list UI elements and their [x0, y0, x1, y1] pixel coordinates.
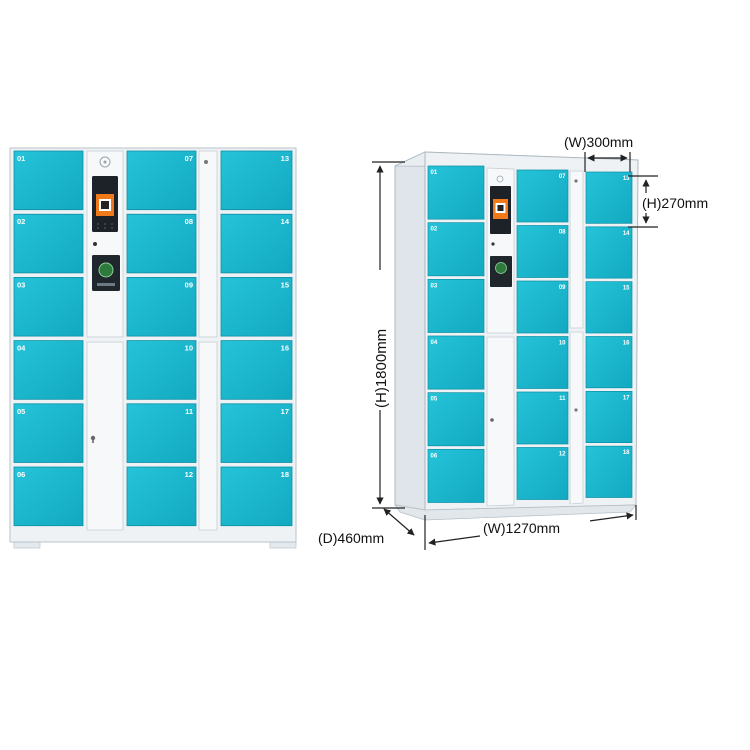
side-door-number: 04 [431, 340, 438, 346]
front-door-15[interactable] [220, 276, 293, 337]
front-door-05[interactable] [13, 403, 84, 463]
speaker-icon [99, 156, 111, 168]
side-divider-upper [569, 170, 584, 329]
front-door-18[interactable] [220, 466, 293, 527]
side-door-number: 14 [623, 231, 630, 237]
front-door-number: 14 [281, 217, 290, 226]
side-door-01[interactable] [427, 165, 485, 220]
front-door-number: 11 [185, 407, 193, 416]
front-door-12[interactable] [126, 466, 197, 527]
front-divider-upper [198, 150, 218, 338]
side-door-number: 12 [559, 452, 566, 458]
total-height-label: (H)1800mm [373, 329, 390, 408]
side-door-number: 13 [623, 176, 630, 182]
front-door-14[interactable] [220, 213, 293, 274]
side-door-07[interactable] [516, 169, 569, 223]
front-door-04[interactable] [13, 340, 84, 400]
side-door-08[interactable] [516, 225, 569, 278]
side-door-10[interactable] [516, 336, 569, 389]
side-door-number: 18 [623, 450, 630, 456]
front-door-number: 07 [185, 154, 193, 163]
side-door-number: 09 [559, 285, 566, 291]
side-door-number: 03 [431, 283, 438, 289]
side-door-number: 02 [431, 227, 438, 233]
side-door-number: 07 [559, 174, 566, 180]
side-door-number: 17 [623, 395, 630, 401]
side-door-16[interactable] [585, 336, 633, 389]
front-door-01[interactable] [13, 150, 84, 211]
width-per-door-label: (W)300mm [564, 134, 633, 150]
front-door-number: 08 [185, 217, 193, 226]
front-door-number: 18 [281, 470, 289, 479]
front-sensor [93, 242, 97, 246]
side-door-11[interactable] [516, 391, 569, 445]
front-door-number: 10 [185, 344, 193, 353]
front-door-number: 05 [17, 407, 25, 416]
side-door-05[interactable] [427, 392, 485, 447]
side-door-number: 11 [559, 396, 566, 402]
front-door-number: 17 [281, 407, 289, 416]
keyhole-icon [90, 435, 96, 441]
side-door-02[interactable] [427, 222, 485, 277]
front-door-16[interactable] [220, 340, 293, 400]
front-door-08[interactable] [126, 213, 197, 274]
front-door-03[interactable] [13, 276, 84, 337]
front-door-number: 03 [17, 280, 25, 289]
side-cabinet-side-panel [394, 151, 426, 511]
front-door-number: 01 [17, 154, 25, 163]
side-doors: 01 02 03 04 05 06 07 08 09 10 11 12 13 14 15 16 17 18 [427, 165, 633, 503]
side-door-17[interactable] [585, 390, 633, 444]
front-door-11[interactable] [126, 403, 197, 463]
total-width-label: (W)1270mm [483, 520, 560, 536]
front-door-06[interactable] [13, 466, 84, 527]
side-lower-column [486, 336, 515, 507]
side-door-15[interactable] [585, 281, 633, 334]
front-door-number: 13 [281, 154, 289, 163]
front-door-number: 09 [185, 280, 193, 289]
front-door-number: 16 [281, 344, 289, 353]
front-door-number: 15 [281, 280, 289, 289]
front-divider-lower [198, 341, 218, 531]
side-door-03[interactable] [427, 278, 485, 333]
side-door-number: 15 [623, 286, 630, 292]
front-door-07[interactable] [126, 150, 197, 211]
side-door-number: 16 [623, 341, 630, 347]
front-door-number: 02 [17, 217, 25, 226]
front-door-number: 06 [17, 470, 25, 479]
depth-dimension-line [383, 508, 415, 536]
side-door-14[interactable] [585, 226, 633, 279]
height-per-door-label: (H)270mm [642, 195, 708, 211]
side-door-number: 01 [431, 170, 438, 176]
side-door-04[interactable] [427, 335, 485, 390]
front-door-09[interactable] [126, 276, 197, 337]
front-door-10[interactable] [126, 340, 197, 400]
front-door-number: 04 [17, 344, 26, 353]
side-door-09[interactable] [516, 280, 569, 334]
front-door-13[interactable] [220, 150, 293, 211]
front-divider-lock [204, 160, 208, 164]
side-door-06[interactable] [427, 448, 485, 503]
front-doors: 01 02 03 04 05 06 07 08 09 10 11 12 13 14 15 16 17 18 [13, 150, 293, 527]
front-door-17[interactable] [220, 403, 293, 463]
side-door-number: 10 [559, 341, 566, 347]
side-door-13[interactable] [585, 171, 633, 224]
side-door-18[interactable] [585, 445, 633, 498]
side-door-12[interactable] [516, 447, 569, 500]
side-door-number: 06 [431, 453, 438, 459]
side-door-number: 08 [559, 230, 566, 236]
depth-label: (D)460mm [318, 530, 384, 546]
side-divider-lower [569, 331, 584, 505]
front-door-02[interactable] [13, 213, 84, 274]
front-door-number: 12 [185, 470, 193, 479]
side-door-number: 05 [431, 397, 438, 403]
